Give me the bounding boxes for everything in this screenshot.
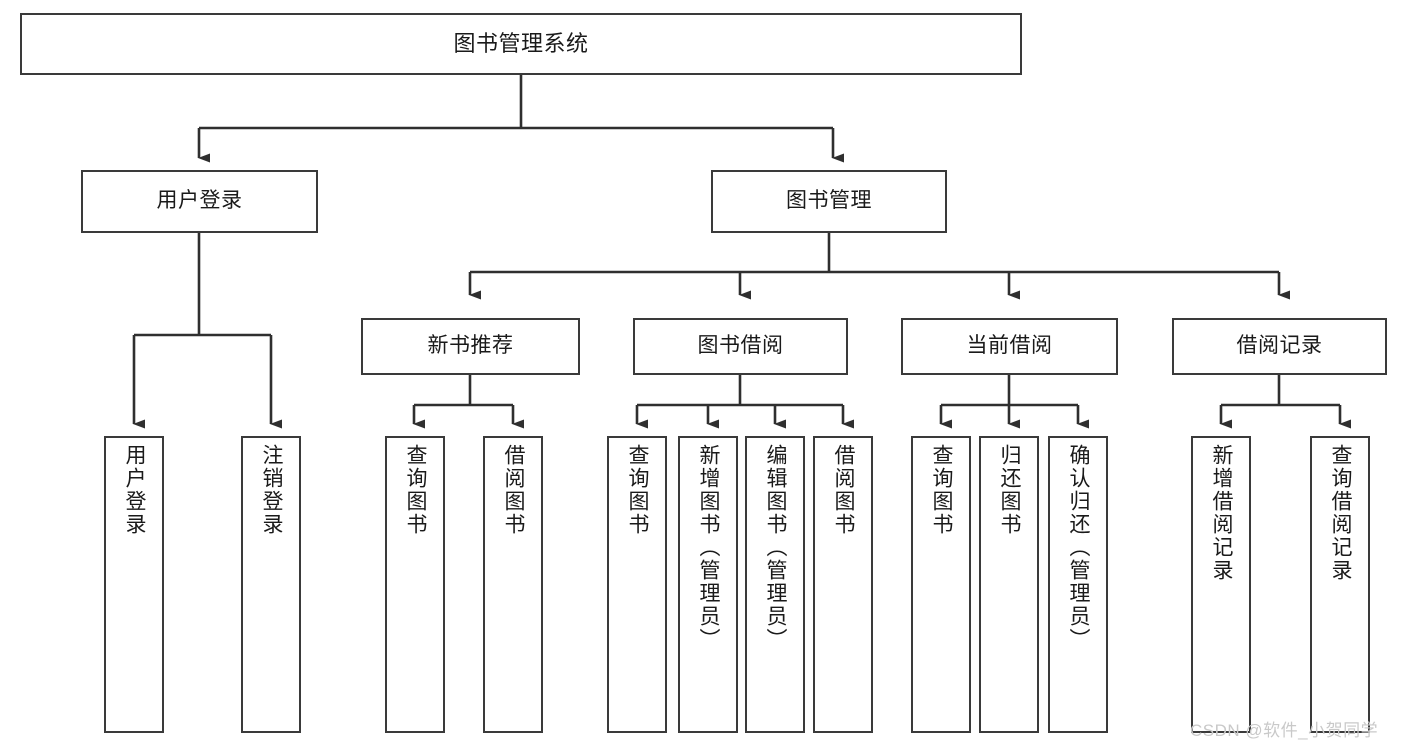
leaf-borrow-book[interactable]: 借阅图书 (813, 436, 873, 733)
node-label: 编辑图书（管理员） (764, 444, 788, 651)
node-label: 借阅记录 (1236, 334, 1323, 358)
leaf-return-book[interactable]: 归还图书 (979, 436, 1039, 733)
leaf-user-login[interactable]: 用户登录 (104, 436, 164, 733)
node-label: 新增图书（管理员） (697, 444, 721, 651)
node-book-borrow[interactable]: 图书借阅 (633, 318, 848, 375)
leaf-query-book-current[interactable]: 查询图书 (911, 436, 971, 733)
node-label: 查询图书 (930, 444, 954, 536)
node-new-book-recommendation[interactable]: 新书推荐 (361, 318, 580, 375)
leaf-query-book-borrow[interactable]: 查询图书 (607, 436, 667, 733)
node-label: 注销登录 (260, 444, 284, 536)
leaf-logout[interactable]: 注销登录 (241, 436, 301, 733)
node-label: 用户登录 (123, 444, 147, 536)
node-label: 查询借阅记录 (1329, 444, 1353, 582)
node-label: 借阅图书 (502, 444, 526, 536)
node-label: 图书管理 (786, 189, 872, 213)
node-user-login[interactable]: 用户登录 (81, 170, 318, 233)
node-label: 新增借阅记录 (1210, 444, 1234, 582)
leaf-add-book-admin[interactable]: 新增图书（管理员） (678, 436, 738, 733)
node-label: 当前借阅 (966, 334, 1053, 358)
node-label: 新书推荐 (427, 334, 514, 358)
node-label: 归还图书 (998, 444, 1022, 536)
node-label: 借阅图书 (832, 444, 856, 536)
node-label: 图书管理系统 (453, 31, 589, 57)
node-label: 查询图书 (626, 444, 650, 536)
node-root-book-management-system[interactable]: 图书管理系统 (20, 13, 1022, 75)
node-borrow-record[interactable]: 借阅记录 (1172, 318, 1387, 375)
node-label: 确认归还（管理员） (1067, 444, 1091, 651)
leaf-edit-book-admin[interactable]: 编辑图书（管理员） (745, 436, 805, 733)
node-label: 用户登录 (156, 189, 243, 213)
node-label: 查询图书 (404, 444, 428, 536)
node-book-management[interactable]: 图书管理 (711, 170, 947, 233)
node-label: 图书借阅 (697, 334, 784, 358)
node-current-borrow[interactable]: 当前借阅 (901, 318, 1118, 375)
leaf-confirm-return-admin[interactable]: 确认归还（管理员） (1048, 436, 1108, 733)
leaf-borrow-book-new[interactable]: 借阅图书 (483, 436, 543, 733)
leaf-add-borrow-record[interactable]: 新增借阅记录 (1191, 436, 1251, 733)
leaf-query-borrow-record[interactable]: 查询借阅记录 (1310, 436, 1370, 733)
leaf-query-book-new[interactable]: 查询图书 (385, 436, 445, 733)
